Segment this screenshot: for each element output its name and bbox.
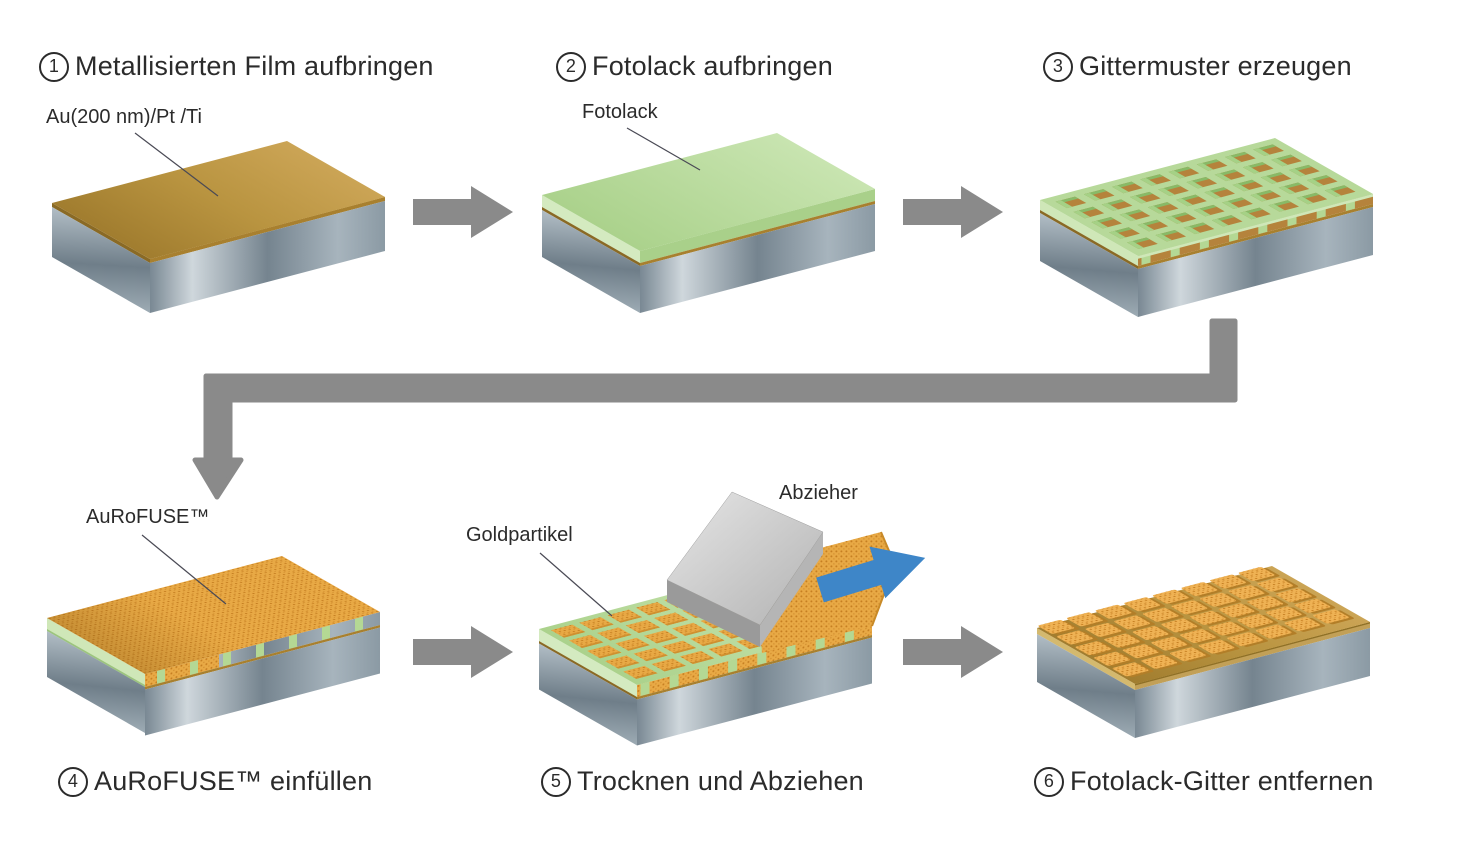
- step-6-illustration: [1037, 566, 1371, 738]
- step-connector-arrow-icon: [192, 318, 1238, 500]
- annotation-metal-film: Au(200 nm)/Pt /Ti: [46, 106, 202, 128]
- gold-bump-surface: [1037, 566, 1371, 685]
- step-5-label: Trocknen und Abziehen: [577, 766, 864, 796]
- peel-arrow-icon: [816, 546, 926, 603]
- step-1-illustration: [52, 132, 386, 313]
- step-5-number: 5: [541, 766, 571, 797]
- step-3-number: 3: [1043, 51, 1073, 82]
- substrate-block: [52, 141, 386, 313]
- step-3-label: Gittermuster erzeugen: [1079, 51, 1352, 81]
- photoresist-grid-surface: [1040, 138, 1374, 257]
- step-2-title: 2 Fotolack aufbringen: [556, 51, 833, 82]
- step-4-illustration: [47, 534, 381, 736]
- step-1-label: Metallisierten Film aufbringen: [75, 51, 434, 81]
- leader-line: [134, 132, 219, 197]
- squeegee: [666, 491, 824, 647]
- step-6-label: Fotolack-Gitter entfernen: [1070, 766, 1374, 796]
- step-5-title: 5 Trocknen und Abziehen: [541, 766, 864, 797]
- leader-line: [141, 534, 227, 605]
- annotation-goldpartikel: Goldpartikel: [466, 524, 573, 546]
- step-2-number: 2: [556, 51, 586, 82]
- leader-line: [626, 127, 701, 171]
- step-4-number: 4: [58, 766, 88, 797]
- substrate-block: [1037, 566, 1371, 738]
- leader-line: [539, 552, 613, 617]
- step-4-title: 4 AuRoFUSE™ einfüllen: [58, 766, 372, 797]
- arrow-right-icon: [413, 626, 513, 678]
- substrate-block: [1040, 138, 1374, 317]
- gold-film-surface: [52, 141, 386, 260]
- annotation-fotolack: Fotolack: [582, 101, 658, 123]
- step-2-label: Fotolack aufbringen: [592, 51, 833, 81]
- annotation-abzieher: Abzieher: [779, 482, 858, 504]
- step-4-label: AuRoFUSE™ einfüllen: [94, 766, 373, 796]
- step-5-illustration: [539, 491, 926, 746]
- paste-surface: [47, 556, 381, 675]
- step-2-illustration: [542, 127, 876, 313]
- arrow-right-icon: [903, 186, 1003, 238]
- photoresist-surface: [542, 133, 876, 252]
- substrate-block: [47, 556, 381, 736]
- substrate-block: [542, 133, 876, 313]
- annotation-aurofuse: AuRoFUSE™: [86, 506, 210, 528]
- step-1-number: 1: [39, 51, 69, 82]
- step-3-title: 3 Gittermuster erzeugen: [1043, 51, 1352, 82]
- step-6-title: 6 Fotolack-Gitter entfernen: [1034, 766, 1374, 797]
- arrow-right-icon: [903, 626, 1003, 678]
- step-3-illustration: [1040, 138, 1374, 317]
- step-6-number: 6: [1034, 766, 1064, 797]
- step-1-title: 1 Metallisierten Film aufbringen: [39, 51, 434, 82]
- arrow-right-icon: [413, 186, 513, 238]
